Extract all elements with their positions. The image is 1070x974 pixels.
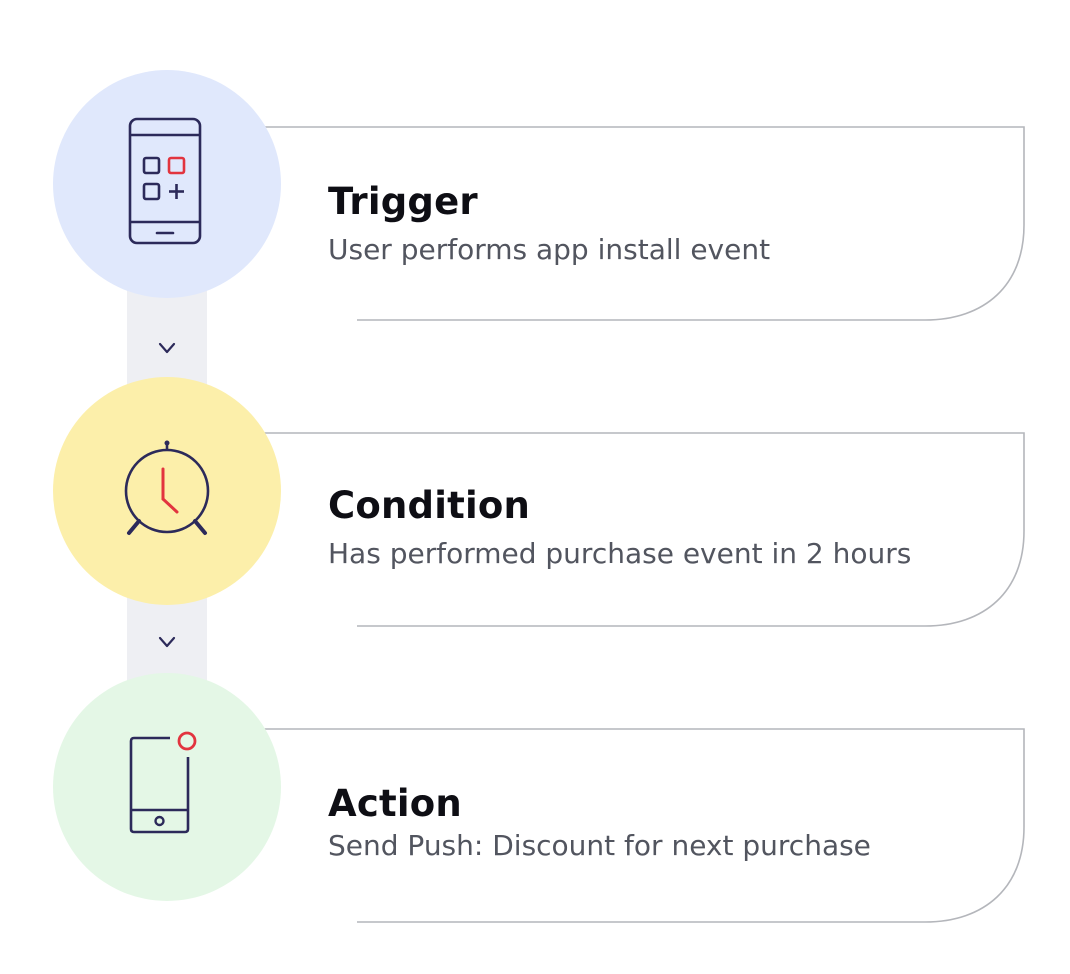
condition-card-outline (255, 432, 1025, 627)
chevron-down-icon (158, 342, 176, 354)
step-description: Has performed purchase event in 2 hours (328, 537, 912, 570)
phone-notification-icon (129, 731, 197, 834)
trigger-icon-circle (53, 70, 281, 298)
action-card-outline (255, 728, 1025, 923)
condition-icon-circle (53, 377, 281, 605)
step-title: Trigger (328, 180, 478, 223)
step-title: Condition (328, 484, 531, 527)
step-title: Action (328, 782, 462, 825)
step-description: User performs app install event (328, 233, 771, 266)
step-description: Send Push: Discount for next purchase (328, 829, 871, 862)
alarm-clock-icon (124, 440, 210, 535)
app-grid-phone-icon (128, 117, 202, 245)
action-icon-circle (53, 673, 281, 901)
connector-trigger-condition (127, 290, 207, 390)
trigger-card-outline (255, 126, 1025, 321)
chevron-down-icon (158, 636, 176, 648)
